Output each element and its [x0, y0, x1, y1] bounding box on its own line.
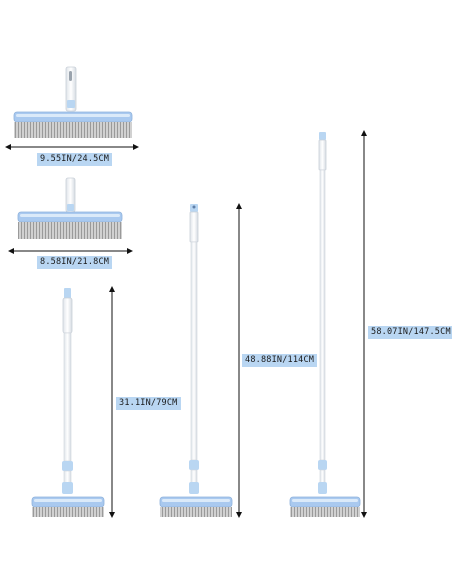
broom-short	[31, 288, 105, 517]
dimension-label-medium-length: 48.88IN/114CM	[242, 354, 318, 367]
brush-head-large	[13, 66, 133, 138]
brush-head-small	[17, 177, 123, 239]
dimension-label-short-length: 31.1IN/79CM	[116, 397, 181, 410]
dimension-label-small-width: 8.58IN/21.8CM	[37, 256, 113, 269]
dimension-label-long-length: 58.07IN/147.5CM	[368, 326, 452, 339]
broom-long	[289, 132, 361, 517]
broom-medium	[159, 204, 233, 517]
dimension-label-large-width: 9.55IN/24.5CM	[37, 153, 113, 166]
